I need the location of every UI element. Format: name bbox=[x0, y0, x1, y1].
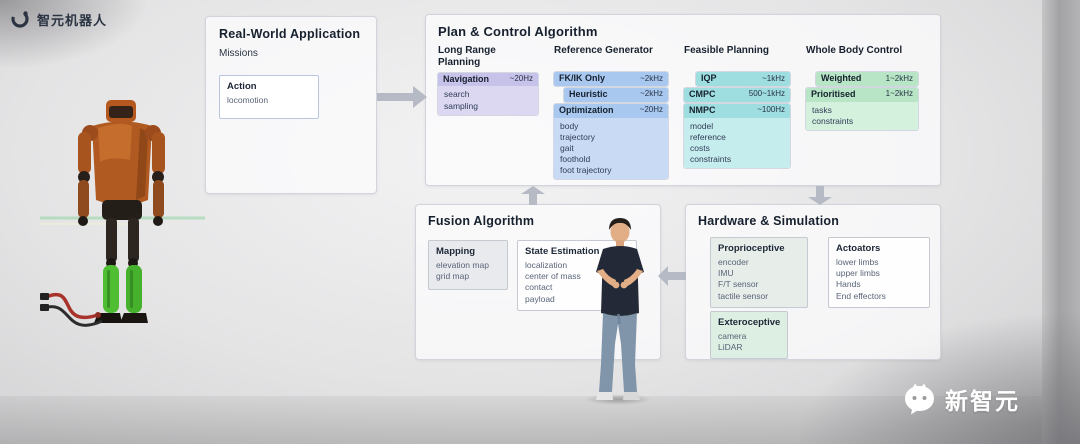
block-name: Optimization bbox=[559, 104, 614, 115]
plan-control-columns: Long Range Planning Navigation ~20Hz sea… bbox=[438, 45, 928, 181]
plan-control-panel: Plan & Control Algorithm Long Range Plan… bbox=[425, 14, 941, 186]
flow-arrow-left bbox=[658, 266, 686, 286]
block-name: CMPC bbox=[689, 88, 716, 99]
mapping-box-items: elevation map grid map bbox=[436, 260, 489, 282]
column-heading: Reference Generator bbox=[554, 45, 653, 56]
hardware-simulation-panel: Hardware & Simulation Proprioceptive enc… bbox=[685, 204, 941, 360]
optimization-block: Optimization ~20Hz body trajectory gait … bbox=[554, 103, 668, 179]
watermark-text: 新智元 bbox=[945, 388, 1020, 414]
block-name: Prioritised bbox=[811, 88, 856, 99]
hardware-title: Hardware & Simulation bbox=[698, 214, 840, 228]
action-box: Action locomotion bbox=[219, 75, 319, 119]
plan-control-title: Plan & Control Algorithm bbox=[438, 24, 598, 39]
proprioceptive-box: Proprioceptive encoder IMU F/T sensor ta… bbox=[710, 237, 808, 308]
brand-header: 智元机器人 bbox=[10, 9, 107, 29]
long-range-planning-column: Long Range Planning Navigation ~20Hz sea… bbox=[438, 45, 538, 181]
missions-label: Missions bbox=[219, 48, 258, 59]
block-rate: ~2kHz bbox=[640, 89, 663, 99]
robot-simulation-figure bbox=[40, 100, 205, 327]
block-rate: ~1kHz bbox=[762, 73, 785, 83]
fkik-only-block: FK/IK Only ~2kHz bbox=[554, 72, 668, 86]
reference-generator-column: Reference Generator FK/IK Only ~2kHz Heu… bbox=[554, 45, 668, 181]
watermark: 新智元 bbox=[903, 382, 1020, 416]
block-items: search sampling bbox=[438, 86, 538, 115]
exteroceptive-box-title: Exteroceptive bbox=[718, 317, 781, 328]
action-box-items: locomotion bbox=[227, 95, 269, 105]
xinzhiyuan-logo-icon bbox=[905, 383, 934, 415]
block-rate: ~100Hz bbox=[757, 105, 785, 115]
block-rate: ~2kHz bbox=[640, 73, 663, 83]
block-rate: 1~2kHz bbox=[885, 73, 913, 83]
block-name: Heuristic bbox=[569, 88, 608, 99]
block-rate: 1~2kHz bbox=[885, 89, 913, 99]
block-rate: ~20Hz bbox=[509, 74, 533, 84]
nmpc-block: NMPC ~100Hz model reference costs constr… bbox=[684, 103, 790, 168]
block-items: tasks constraints bbox=[806, 101, 918, 130]
proprioceptive-box-items: encoder IMU F/T sensor tactile sensor bbox=[718, 257, 769, 301]
column-heading: Whole Body Control bbox=[806, 45, 903, 56]
exteroceptive-box: Exteroceptive camera LiDAR bbox=[710, 311, 788, 360]
real-world-title: Real-World Application bbox=[219, 27, 361, 41]
feasible-planning-column: Feasible Planning IQP ~1kHz CMPC 500~1kH… bbox=[684, 45, 790, 181]
exteroceptive-box-items: camera LiDAR bbox=[718, 331, 747, 353]
whole-body-control-column: Whole Body Control Weighted 1~2kHz Prior… bbox=[806, 45, 918, 181]
block-rate: ~20Hz bbox=[639, 105, 663, 115]
block-items: model reference costs constraints bbox=[684, 117, 790, 168]
mapping-box: Mapping elevation map grid map bbox=[428, 240, 508, 290]
real-world-application-panel: Real-World Application Missions Action l… bbox=[205, 16, 377, 194]
fusion-title: Fusion Algorithm bbox=[428, 214, 535, 228]
state-estimation-box-title: State Estimation bbox=[525, 246, 600, 257]
weighted-block: Weighted 1~2kHz bbox=[816, 72, 918, 86]
presenter-person bbox=[596, 218, 644, 400]
flow-arrow-down bbox=[808, 186, 832, 205]
iqp-block: IQP ~1kHz bbox=[696, 72, 790, 86]
actuators-box-title: Actoators bbox=[836, 243, 881, 254]
block-name: NMPC bbox=[689, 104, 716, 115]
mapping-box-title: Mapping bbox=[436, 246, 476, 257]
action-box-title: Action bbox=[227, 81, 257, 92]
state-estimation-box-items: localization center of mass contact payl… bbox=[525, 260, 581, 304]
column-heading: Feasible Planning bbox=[684, 45, 770, 56]
agibot-logo-icon bbox=[11, 10, 29, 28]
heuristic-block: Heuristic ~2kHz bbox=[564, 87, 668, 102]
block-rate: 500~1kHz bbox=[748, 89, 785, 99]
actuators-box: Actoators lower limbs upper limbs Hands … bbox=[828, 237, 930, 308]
prioritised-block: Prioritised 1~2kHz tasks constraints bbox=[806, 87, 918, 130]
presenter-shadow bbox=[584, 394, 652, 405]
cmpc-block: CMPC 500~1kHz bbox=[684, 87, 790, 102]
block-items: body trajectory gait foothold foot traje… bbox=[554, 117, 668, 179]
block-name: Weighted bbox=[821, 73, 862, 83]
actuators-box-items: lower limbs upper limbs Hands End effect… bbox=[836, 257, 886, 301]
agibot-logo-text: 智元机器人 bbox=[37, 12, 108, 28]
block-name: IQP bbox=[701, 73, 717, 83]
block-name: FK/IK Only bbox=[559, 73, 606, 83]
proprioceptive-box-title: Proprioceptive bbox=[718, 243, 785, 254]
column-heading: Long Range Planning bbox=[438, 45, 496, 68]
navigation-block: Navigation ~20Hz search sampling bbox=[438, 72, 538, 115]
flow-arrow-up bbox=[521, 186, 545, 205]
block-name: Navigation bbox=[443, 73, 490, 84]
flow-arrow-right bbox=[377, 86, 427, 108]
